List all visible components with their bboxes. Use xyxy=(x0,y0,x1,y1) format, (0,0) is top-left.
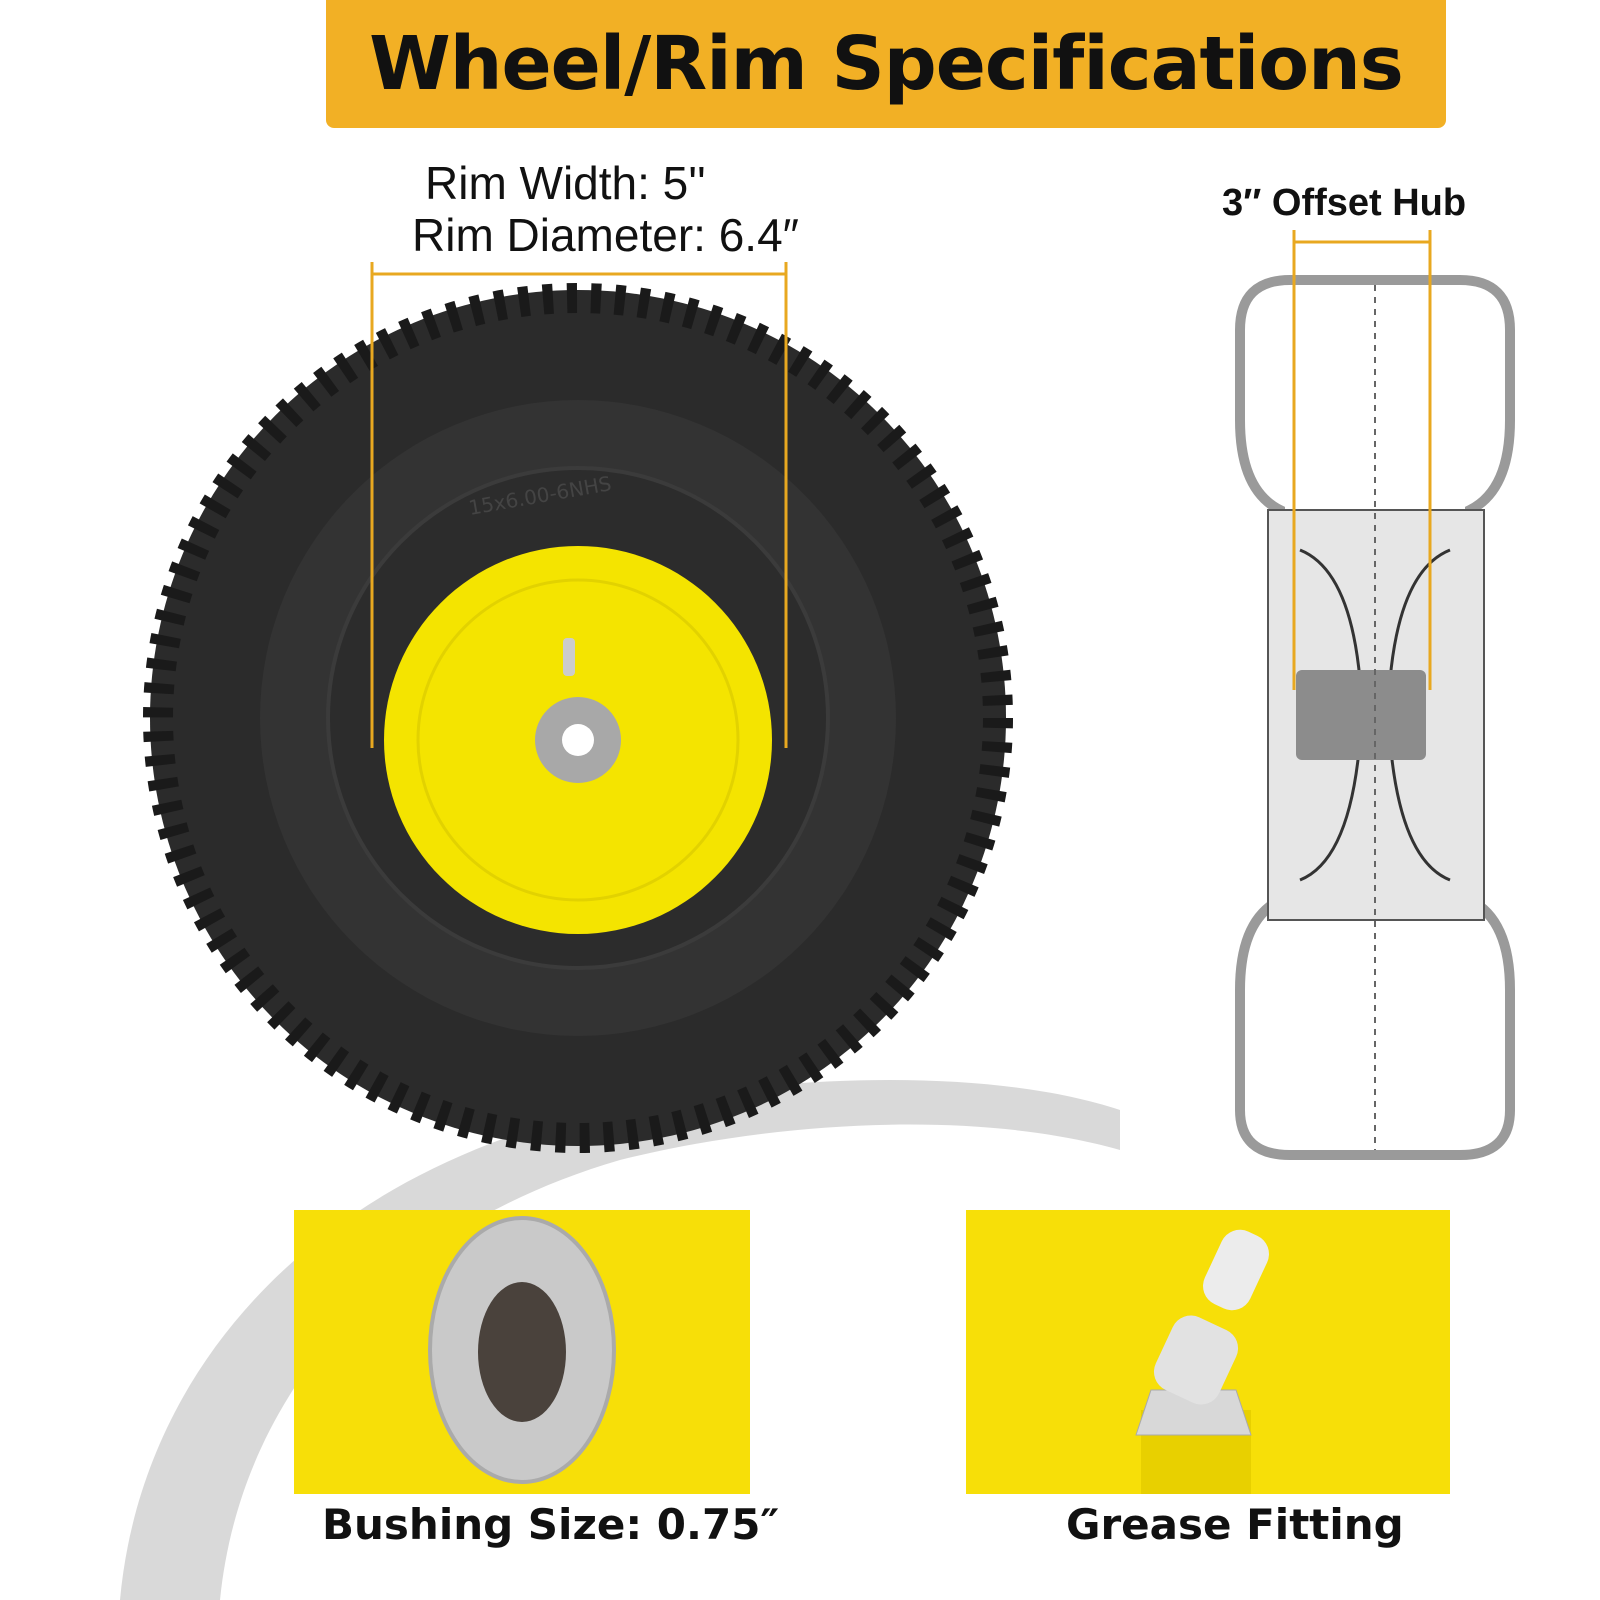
page-title: Wheel/Rim Specifications xyxy=(369,21,1404,107)
grease-fitting-label: Grease Fitting xyxy=(1066,1500,1404,1549)
bushing-size-label: Bushing Size: 0.75″ xyxy=(322,1500,780,1549)
grease-fitting-closeup xyxy=(966,1210,1450,1494)
rim-width-dimension xyxy=(370,262,788,748)
hub-cylinder xyxy=(1296,670,1426,760)
offset-hub-label: 3″ Offset Hub xyxy=(1222,182,1467,224)
bushing-closeup xyxy=(294,1210,750,1494)
grease-nipple xyxy=(1203,1229,1269,1311)
grease-fitting-small xyxy=(563,638,575,676)
wheel-profile-diagram xyxy=(1235,230,1515,1160)
rim-width-label: Rim Width: 5'' xyxy=(425,157,706,209)
title-banner: Wheel/Rim Specifications xyxy=(326,0,1446,128)
tire-image: 15x6.00-6NHS xyxy=(143,283,1013,1153)
rim-diameter-label: Rim Diameter: 6.4″ xyxy=(412,209,799,261)
